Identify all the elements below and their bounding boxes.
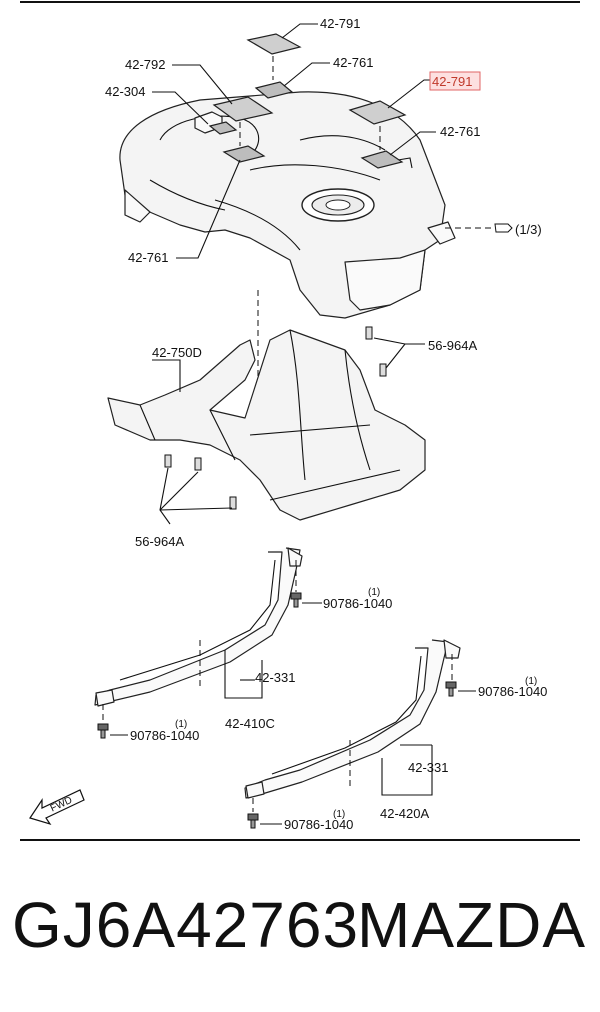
callout-42-791-highlighted: 42-791: [432, 74, 472, 89]
fwd-arrow-icon: FWD: [29, 789, 85, 826]
callout-42-792: 42-792: [125, 57, 165, 72]
bolt-1-qty: (1): [368, 587, 380, 598]
bolt-4-qty: (1): [333, 809, 345, 820]
clip-icon: [164, 326, 387, 510]
pointing-hand-icon: [494, 223, 513, 233]
pad-right-791: [348, 100, 407, 125]
callout-reference: (1/3): [515, 222, 542, 237]
callout-42-761-right: 42-761: [440, 124, 480, 139]
callout-bolt-2: 90786-1040: [130, 728, 199, 743]
pad-right-761: [360, 150, 404, 169]
callout-42-331-right: 42-331: [408, 760, 448, 775]
callout-42-304: 42-304: [105, 84, 145, 99]
callout-42-331-left: 42-331: [255, 670, 295, 685]
fuel-tank: [119, 91, 456, 319]
callout-42-420a: 42-420A: [380, 806, 429, 821]
callout-42-410c: 42-410C: [225, 716, 275, 731]
pad-top-791: [246, 33, 302, 55]
callout-42-750d: 42-750D: [152, 345, 202, 360]
pad-304-small: [208, 121, 238, 135]
callout-56-964a-left: 56-964A: [135, 534, 184, 549]
bolt-3-qty: (1): [525, 676, 537, 687]
callout-42-761-top: 42-761: [333, 55, 373, 70]
callout-56-964a-right: 56-964A: [428, 338, 477, 353]
callout-bolt-4: 90786-1040: [284, 817, 353, 832]
callout-bolt-1: 90786-1040: [323, 596, 392, 611]
pad-792: [212, 96, 274, 122]
bolt-icon: [247, 681, 457, 829]
footer: GJ6A42763 MAZDA: [0, 888, 600, 978]
band-420a: [244, 639, 461, 799]
callout-bolt-3: 90786-1040: [478, 684, 547, 699]
part-number: GJ6A42763: [12, 889, 360, 961]
insulator-750d: [107, 329, 426, 521]
highlight-box: [429, 71, 481, 91]
bolt-2-qty: (1): [175, 719, 187, 730]
pad-top-761: [254, 81, 294, 99]
pad-left-761: [222, 145, 266, 163]
callout-42-791-top: 42-791: [320, 16, 360, 31]
fwd-label: FWD: [49, 795, 74, 815]
bolt-icon: [97, 592, 302, 739]
brand-name: MAZDA: [357, 889, 586, 961]
callout-42-761-left: 42-761: [128, 250, 168, 265]
